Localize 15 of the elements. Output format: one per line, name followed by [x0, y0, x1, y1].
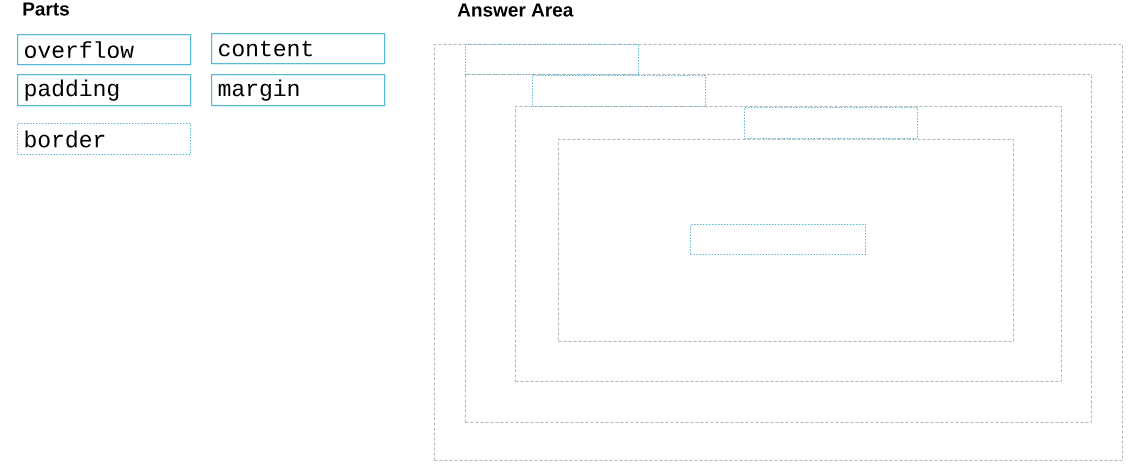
answer-choice: padding	[17, 74, 192, 107]
answer-choice: content	[211, 33, 386, 65]
drop-slot	[744, 107, 918, 139]
drop-slot	[532, 75, 706, 107]
layer-frame	[434, 44, 1123, 461]
heading: Answer Area	[457, 3, 574, 17]
drop-slot	[465, 44, 639, 75]
answer-choice: overflow	[17, 34, 192, 66]
answer-choice: border	[17, 123, 191, 155]
layer-frame	[515, 106, 1062, 382]
answer-choice: margin	[211, 74, 386, 107]
layer-frame	[465, 74, 1092, 423]
drop-slot	[690, 224, 866, 255]
heading: Parts	[23, 2, 69, 16]
layer-frame	[558, 139, 1014, 342]
